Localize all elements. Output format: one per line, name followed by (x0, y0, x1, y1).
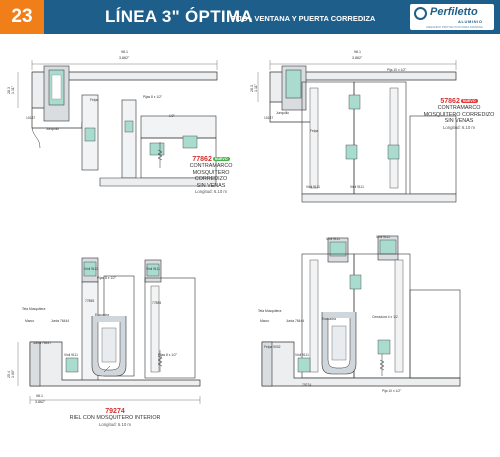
page-subtitle: FIJO - VENTANA Y PUERTA CORREDIZA (231, 14, 376, 23)
product-code: 57862 (440, 98, 460, 105)
label-felpa: Felpa (90, 98, 98, 102)
label-pija: Pija 10 x 1/2" (387, 68, 407, 72)
label-escuadra: Escuadra (322, 317, 336, 321)
product-desc-line: CONTRAMARCO (437, 105, 481, 111)
label-felpa: Felpa 9002 (264, 345, 281, 349)
dim-width-in: 3.862" (35, 400, 46, 404)
dim-height-cm: 25.4 (7, 371, 11, 378)
label-tela: Tela Mosquitera (258, 309, 281, 313)
label-junta-2: Junta 76447 (33, 341, 51, 345)
product-code: 79274 (105, 408, 125, 415)
label-half-inch: 1/2" (169, 114, 176, 118)
product-desc-line: MOSQUITERO CORREDIZO (423, 111, 495, 118)
logo-tagline: CREANDO PROYECTOS PARA MAÑANA (426, 25, 483, 29)
new-badge: NUEVO (460, 99, 478, 104)
product-code: 77862 (192, 156, 212, 163)
label-felpa: Felpa (310, 129, 318, 133)
product-desc-line: CONTRAMARCO (189, 163, 233, 169)
product-desc-line: RIEL CON MOSQUITERO INTERIOR (69, 415, 161, 421)
profile-drawing-4: Tela Mosquitera Marco Junta 76444 Escuad… (258, 235, 461, 393)
label-cerradura: Cerradura 4 x 1/2 (372, 315, 398, 319)
label-vinil-3: Vinil 9111 (64, 353, 78, 357)
label-tela: Tela Mosquitera (22, 307, 45, 311)
page-header: 23 LÍNEA 3" ÓPTIMA FIJO - VENTANA Y PUER… (0, 0, 500, 34)
new-badge: NUEVO (212, 157, 230, 162)
label-pija: Pija 10 x 1/2" (382, 389, 402, 393)
dim-width-cm: 98.1 (354, 50, 361, 54)
product-length: Longitud: 6.10 m (194, 189, 227, 195)
label-escuadra: Escuadra (95, 313, 109, 317)
brand-logo: Perfiletto ALUMINIO CREANDO PROYECTOS PA… (410, 4, 494, 30)
profile-drawing-3: 98.1 3.862" 25.4 1.00" Tela Mosquitera M… (7, 257, 201, 404)
label-junta: Junta 76444 (286, 319, 304, 323)
label-vinil-1: Vinil 9111 (306, 185, 320, 189)
label-vinil-3: Vinil 9111 (295, 353, 309, 357)
dim-width-in: 3.862" (119, 56, 130, 60)
label-junquillo: Junquillo (276, 111, 289, 115)
label-marco: Marco (260, 319, 269, 323)
product-caption-3: 79274 RIEL CON MOSQUITERO INTERIOR Longi… (50, 408, 180, 427)
dim-width-in: 3.862" (352, 56, 363, 60)
label-pijas-1: Pijas 8 x 1/2" (97, 276, 117, 280)
logo-sub: ALUMINIO (458, 19, 483, 24)
label-vinil-2: Vinil 9111 (350, 185, 364, 189)
dim-height-cm: 28.3 (7, 87, 11, 94)
dim-width-cm: 98.1 (121, 50, 128, 54)
page-number: 23 (0, 0, 44, 34)
label-77855: 77855 (85, 299, 94, 303)
logo-circle-icon (414, 7, 427, 20)
dim-height-in: 1.11" (254, 83, 258, 92)
label-77855-b: 77855 (152, 301, 161, 305)
label-pijas-1: Pijas 8 x 1/2" (143, 95, 163, 99)
label-marco: Marco (25, 319, 34, 323)
product-length: Longitud: 6.10 m (98, 421, 131, 427)
product-desc-line: MOSQUITERO CORREDIZO (192, 169, 230, 183)
page-title: LÍNEA 3" ÓPTIMA (105, 7, 253, 26)
dim-height-in: 1.00" (11, 369, 15, 378)
profile-drawing-1: 98.1 3.862" 28.3 1.11" Junquillo 10187 F… (7, 50, 218, 187)
product-desc-line: SIN VENAS (196, 182, 226, 189)
label-vinil-1: Vinil 9111 (84, 267, 98, 271)
product-desc-line: SIN VENAS (444, 118, 474, 125)
label-vinil-2: Vinil 9111 (146, 267, 160, 271)
product-length: Longitud: 6.10 m (442, 124, 475, 130)
dim-height-cm: 28.3 (250, 85, 254, 92)
logo-name: Perfiletto (430, 6, 478, 18)
label-vinil-2: Vinil 9111 (376, 235, 390, 239)
label-junquillo: Junquillo (46, 127, 59, 131)
label-vinil-1: Vinil 9111 (326, 237, 340, 241)
dim-width-cm: 98.1 (36, 394, 43, 398)
label-10187: 10187 (264, 116, 273, 120)
label-79274: 79274 (302, 383, 311, 387)
label-10187: 10187 (26, 116, 35, 120)
dim-height-in: 1.11" (11, 85, 15, 94)
label-junta-1: Junta 76444 (51, 319, 69, 323)
label-pijas-2: Pijas 8 x 1/2" (158, 353, 178, 357)
profile-drawing-2: 98.1 3.862" 28.3 1.11" Pija 10 x 1/2" Ju… (250, 50, 457, 203)
